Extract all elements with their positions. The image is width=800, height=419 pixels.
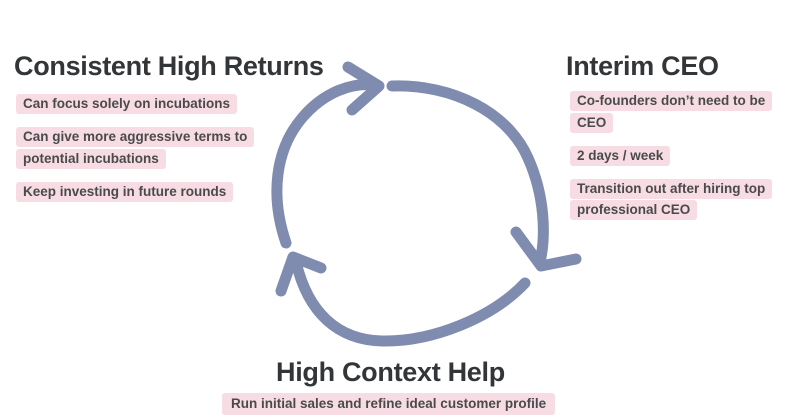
bullet-item: Transition out after hiring top professi… — [570, 178, 792, 222]
curved-arrow-icon-top-right — [386, 80, 582, 272]
node-title-consistent-high-returns: Consistent High Returns — [14, 51, 324, 81]
bullet-item: Can give more aggressive terms to potent… — [16, 126, 278, 170]
bullet-highlight: Keep investing in future rounds — [16, 181, 234, 202]
bullet-highlight: Co-founders don’t need to be CEO — [570, 91, 773, 133]
bullet-list-consistent-high-returns: Can focus solely on incubations Can give… — [16, 93, 278, 202]
bullet-item: Keep investing in future rounds — [16, 181, 278, 203]
bullet-list-high-context-help: Run initial sales and refine ideal custo… — [222, 393, 556, 415]
bullet-highlight: Can focus solely on incubations — [16, 94, 238, 114]
bullet-item: Co-founders don’t need to be CEO — [570, 90, 792, 134]
curved-arrow-icon-left-up — [271, 61, 385, 249]
bullet-highlight: Run initial sales and refine ideal custo… — [222, 393, 556, 415]
bullet-highlight: Transition out after hiring top professi… — [570, 178, 773, 221]
bullet-list-interim-ceo: Co-founders don’t need to be CEO 2 days … — [570, 90, 792, 221]
curved-arrow-icon-bottom-left — [275, 251, 531, 347]
node-title-interim-ceo: Interim CEO — [566, 51, 719, 81]
bullet-item: Can focus solely on incubations — [16, 93, 278, 115]
node-title-high-context-help: High Context Help — [276, 357, 505, 387]
bullet-highlight: 2 days / week — [570, 145, 671, 166]
bullet-highlight: Can give more aggressive terms to potent… — [16, 126, 255, 169]
bullet-item: 2 days / week — [570, 145, 792, 167]
